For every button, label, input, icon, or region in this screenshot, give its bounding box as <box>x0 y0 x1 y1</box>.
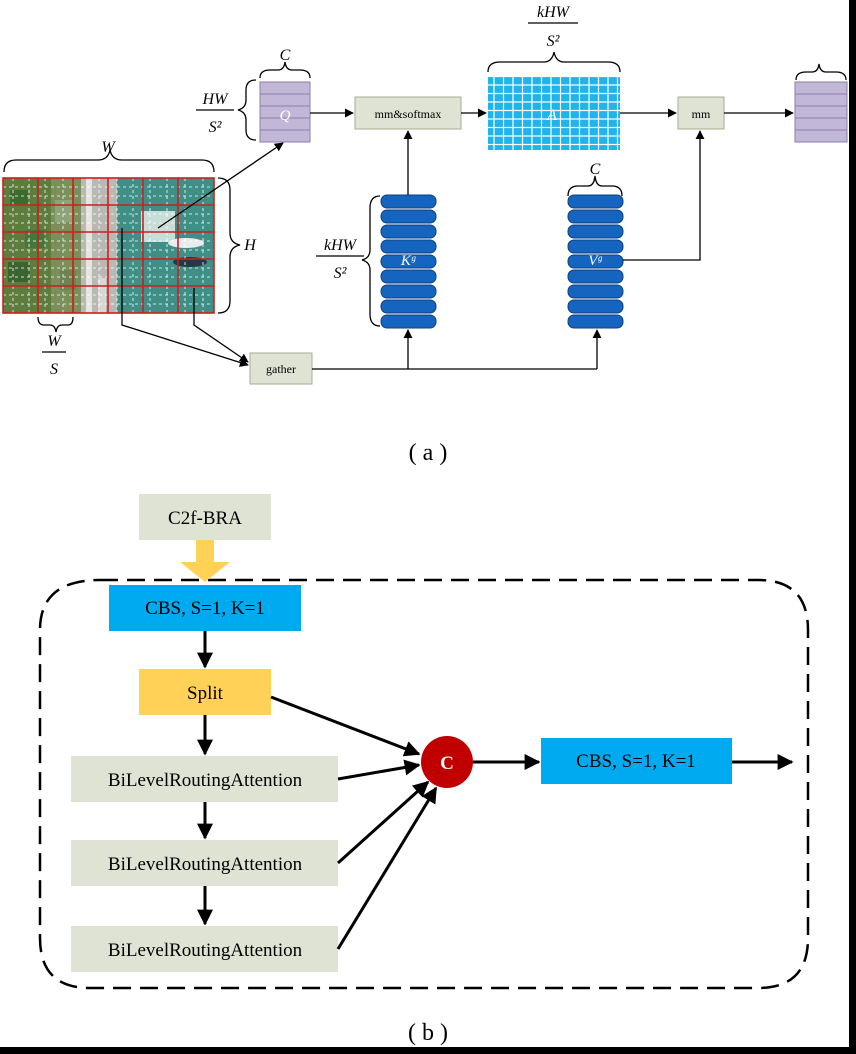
kg-label: Kᵍ <box>400 253 416 269</box>
dimension-braces <box>3 51 847 333</box>
cbs-top-label: CBS, S=1, K=1 <box>145 598 265 619</box>
a-frac-num: kHW <box>537 4 571 21</box>
q-frac-den: S² <box>209 119 223 136</box>
vg-label: Vᵍ <box>588 253 602 269</box>
mm-softmax-label: mm&softmax <box>375 107 442 121</box>
k-frac-den: S² <box>334 265 348 282</box>
w-over-s-num: W <box>47 333 62 350</box>
c2f-bra-label: C2f-BRA <box>168 508 242 529</box>
cbs-top-block <box>109 585 301 631</box>
gather-label: gather <box>266 362 296 376</box>
mm-label: mm <box>692 107 711 121</box>
c2f-bra-block <box>139 494 271 540</box>
a-label: A <box>546 107 557 124</box>
bra-label-3: BiLevelRoutingAttention <box>108 940 303 961</box>
module-container <box>38 578 810 990</box>
split-label: Split <box>187 683 224 704</box>
cbs-out-label: CBS, S=1, K=1 <box>576 751 696 772</box>
attention-matrix <box>488 76 620 150</box>
a-frac-den: S² <box>547 33 561 50</box>
concat-node <box>421 736 473 788</box>
w-over-s-den: S <box>50 361 58 378</box>
part-b: C2f-BRA CBS, S=1, K=1 Split BiLevelRouti… <box>38 494 810 1046</box>
part-a: Q A Kᵍ <box>2 4 848 466</box>
bra-label-2: BiLevelRoutingAttention <box>108 854 303 875</box>
k-frac-num: kHW <box>324 237 358 254</box>
q-tensor <box>259 81 311 143</box>
caption-b: ( b ) <box>408 1020 448 1046</box>
c-q-label: C <box>280 47 291 64</box>
h-label: H <box>243 237 257 254</box>
split-block <box>139 669 271 715</box>
q-frac-num: HW <box>202 91 230 108</box>
w-label: W <box>101 139 116 156</box>
c-v-label: C <box>590 161 601 178</box>
gather-box <box>249 352 313 385</box>
mm-box <box>677 96 725 130</box>
aerial-image <box>2 177 215 314</box>
cbs-out-block <box>541 738 732 784</box>
vg-stack <box>567 194 624 329</box>
bra-block-3 <box>71 926 338 972</box>
kg-stack <box>380 194 437 329</box>
bra-block-1 <box>71 756 338 802</box>
bra-block-2 <box>71 840 338 886</box>
caption-a: ( a ) <box>409 440 448 466</box>
concat-label: C <box>440 753 454 774</box>
input-arrow <box>180 540 230 582</box>
part-a-connectors <box>121 108 794 370</box>
output-tensor <box>794 81 848 143</box>
part-b-connectors <box>197 631 794 950</box>
bra-label-1: BiLevelRoutingAttention <box>108 770 303 791</box>
q-label: Q <box>280 108 291 124</box>
